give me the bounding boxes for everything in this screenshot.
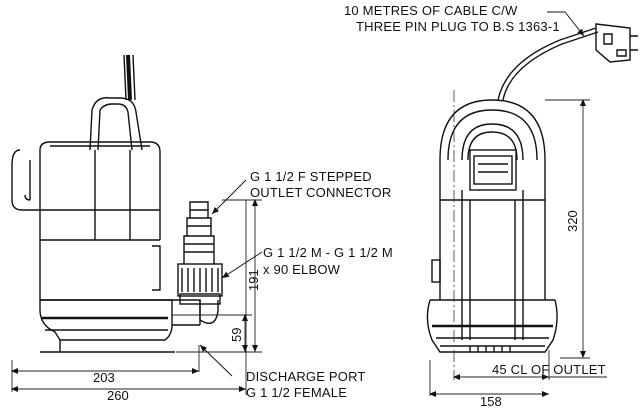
cable-callout-line2: THREE PIN PLUG TO B.S 1363-1 [356, 19, 560, 34]
outlet-connector-callout-line2: OUTLET CONNECTOR [250, 185, 392, 200]
discharge-port-callout-line2: G 1 1/2 FEMALE [246, 385, 348, 400]
dimension-203: 203 [93, 370, 115, 385]
side-view-dimensions [11, 199, 262, 395]
outlet-connector-callout-line1: G 1 1/2 F STEPPED [250, 169, 372, 184]
dimension-59: 59 [229, 327, 244, 342]
cable-callout-line1: 10 METRES OF CABLE C/W [344, 3, 518, 18]
dimension-320: 320 [565, 210, 580, 232]
dimension-260: 260 [107, 388, 129, 403]
side-view-pump [11, 54, 223, 353]
elbow-callout-line1: G 1 1/2 M - G 1 1/2 M [263, 245, 393, 260]
dimension-191: 191 [246, 269, 261, 291]
elbow-callout-line2: x 90 ELBOW [263, 262, 341, 277]
cl-outlet-label: 45 CL OF OUTLET [492, 362, 606, 377]
front-view-dimensions [429, 99, 607, 397]
dimension-158: 158 [480, 394, 502, 409]
front-view-leaders [547, 11, 585, 37]
discharge-port-callout-line1: DISCHARGE PORT [246, 369, 366, 384]
front-view-pump [426, 23, 638, 353]
side-view-leaders [199, 179, 263, 377]
